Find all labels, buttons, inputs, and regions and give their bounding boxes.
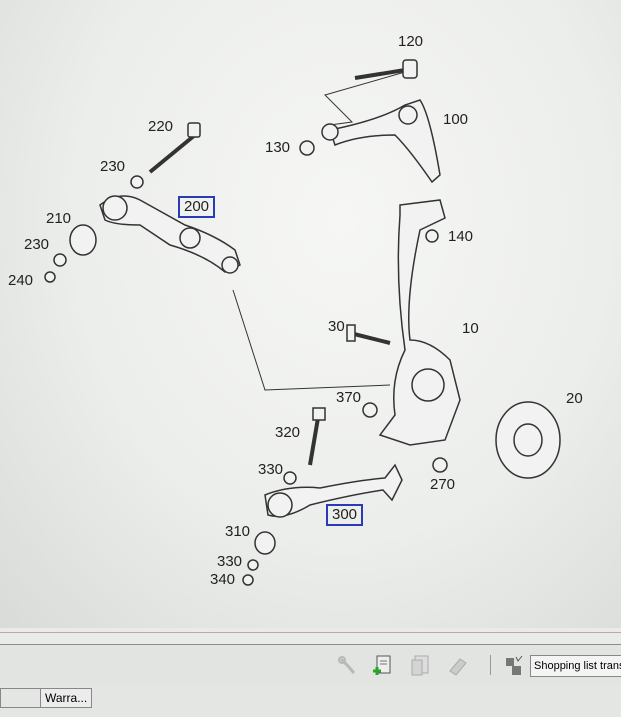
callout-300[interactable]: 300: [326, 504, 364, 526]
bolt-120: [354, 59, 418, 80]
status-bar: Warra...: [0, 685, 621, 717]
callout-370[interactable]: 370: [336, 389, 362, 406]
diagram-drawing: [44, 59, 561, 586]
washer-330b: [247, 559, 259, 571]
callout-100[interactable]: 100: [443, 111, 469, 128]
leader-line: [324, 71, 406, 126]
nut-140: [425, 229, 439, 243]
callout-200[interactable]: 200: [178, 196, 216, 218]
callout-310[interactable]: 310: [225, 523, 251, 540]
washer-330: [283, 471, 297, 485]
nut-340: [242, 574, 254, 586]
callout-120[interactable]: 120: [398, 33, 424, 50]
nut-270: [432, 457, 448, 473]
toolbar-separator: [490, 655, 491, 675]
leader-line: [232, 289, 391, 391]
callout-330[interactable]: 330: [258, 461, 284, 478]
callout-140[interactable]: 140: [448, 228, 474, 245]
divider: [0, 632, 621, 633]
toolbar: Shopping list trans: [0, 644, 621, 686]
add-document-icon[interactable]: [372, 655, 392, 677]
callout-30[interactable]: 30: [328, 318, 345, 335]
callout-320[interactable]: 320: [275, 424, 301, 441]
wrench-icon[interactable]: [338, 655, 358, 677]
callout-340[interactable]: 340: [210, 571, 236, 588]
callout-240[interactable]: 240: [8, 272, 34, 289]
callout-270[interactable]: 270: [430, 476, 456, 493]
shopping-list-icon[interactable]: [504, 655, 524, 677]
bolt-220: [148, 122, 201, 174]
nut-130: [299, 140, 315, 156]
callout-130[interactable]: 130: [265, 139, 291, 156]
nut-240: [44, 271, 56, 283]
callout-330b[interactable]: 330: [217, 553, 243, 570]
callout-230b[interactable]: 230: [24, 236, 50, 253]
callout-10[interactable]: 10: [462, 320, 479, 337]
callout-210[interactable]: 210: [46, 210, 72, 227]
nut-370: [362, 402, 378, 418]
bolt-30: [346, 324, 391, 345]
callout-220[interactable]: 220: [148, 118, 174, 135]
washer-230: [130, 175, 144, 189]
bolt-320: [308, 407, 326, 466]
upper-control-arm: [329, 99, 441, 184]
eraser-icon[interactable]: [448, 655, 468, 677]
callout-20[interactable]: 20: [566, 390, 583, 407]
bushing-310: [254, 531, 276, 555]
parts-diagram: 120 100 220 130 230 200 210 230 140 240 …: [0, 0, 621, 628]
status-cell: [0, 688, 42, 708]
washer-230b: [53, 253, 67, 267]
warranty-tab[interactable]: Warra...: [40, 688, 93, 708]
wheel-hub-20: [495, 401, 561, 479]
shopping-list-transfer-field[interactable]: Shopping list trans: [530, 655, 621, 677]
document-icon[interactable]: [410, 655, 430, 677]
lower-control-arm-300: [264, 463, 403, 517]
callout-230[interactable]: 230: [100, 158, 126, 175]
bushing-210: [69, 224, 97, 256]
